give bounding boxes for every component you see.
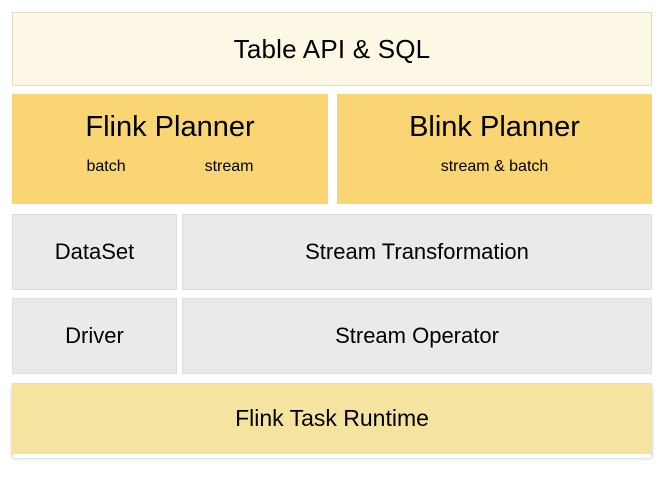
blink-planner-sublabel-stream-and-batch: stream & batch xyxy=(440,158,549,175)
layer-stream-operator-label: Stream Operator xyxy=(335,322,499,348)
layer-table-api-sql-label: Table API & SQL xyxy=(233,33,431,64)
layer-table-api-sql: Table API & SQL xyxy=(12,12,652,86)
flink-planner-sublabels: batch stream xyxy=(13,158,327,176)
layer-blink-planner: Blink Planner stream & batch xyxy=(337,94,652,204)
flink-planner-sublabel-stream: stream xyxy=(204,158,254,175)
layer-dataset: DataSet xyxy=(12,214,177,290)
layer-flink-planner: Flink Planner batch stream xyxy=(12,94,328,204)
layer-dataset-label: DataSet xyxy=(54,238,135,264)
layer-stream-transformation: Stream Transformation xyxy=(182,214,652,290)
layer-stream-operator: Stream Operator xyxy=(182,298,652,374)
layer-flink-task-runtime: Flink Task Runtime xyxy=(12,383,652,459)
blink-planner-title: Blink Planner xyxy=(409,111,580,143)
blink-planner-sublabels: stream & batch xyxy=(338,158,651,176)
layer-stream-transformation-label: Stream Transformation xyxy=(305,238,529,264)
layer-driver: Driver xyxy=(12,298,177,374)
layer-driver-label: Driver xyxy=(65,322,124,348)
flink-planner-title: Flink Planner xyxy=(85,111,255,143)
layer-flink-task-runtime-label: Flink Task Runtime xyxy=(235,405,429,432)
flink-planner-sublabel-batch: batch xyxy=(86,158,126,175)
